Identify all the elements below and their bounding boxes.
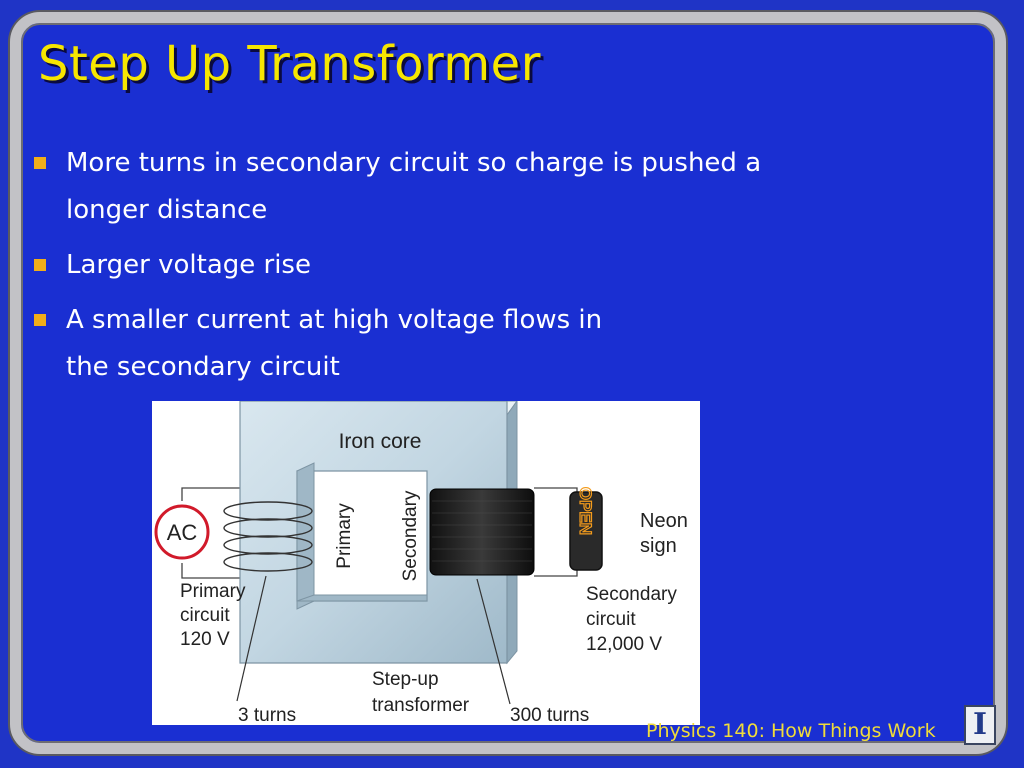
secondary-coil [429, 488, 535, 576]
secondary-turns-label: 300 turns [510, 705, 589, 725]
bullet-square-icon [34, 259, 46, 271]
secondary-circuit-label-line: circuit [586, 609, 636, 630]
university-logo-icon: I [964, 705, 996, 745]
secondary-circuit-label-line: Secondary [586, 584, 677, 605]
secondary-coil-label: Secondary [400, 490, 421, 581]
bullet-item: A smaller current at high voltage flows … [30, 297, 960, 391]
primary-circuit-label-line: circuit [180, 605, 230, 626]
primary-circuit-wires [181, 487, 242, 579]
bullet-item: Larger voltage rise [30, 242, 960, 289]
primary-coil [223, 501, 313, 572]
bullet-text-line: the secondary circuit [66, 352, 340, 382]
bullet-text-line: longer distance [66, 195, 268, 225]
bullet-item: More turns in secondary circuit so charg… [30, 140, 960, 234]
secondary-circuit-label-line: 12,000 V [586, 634, 662, 655]
bullet-text-line: A smaller current at high voltage flows … [66, 305, 603, 335]
course-footer: Physics 140: How Things Work [646, 720, 936, 742]
slide-title: Step Up Transformer [38, 36, 541, 92]
ac-source-label: AC [167, 520, 198, 545]
transformer-label-line: Step-up [372, 669, 439, 690]
primary-turns-label: 3 turns [238, 705, 296, 725]
neon-sign: OPEN [569, 486, 603, 571]
iron-core-label: Iron core [339, 430, 422, 453]
leader-lines [236, 575, 511, 705]
bullet-square-icon [34, 314, 46, 326]
neon-sign-label-line: Neon [640, 510, 688, 532]
transformer-svg: AC OPEN Iron core Primary Secondary Neon… [154, 399, 688, 726]
bullet-list: More turns in secondary circuit so charg… [30, 140, 960, 399]
transformer-diagram: AC OPEN Iron core Primary Secondary Neon… [152, 399, 700, 726]
bullet-text-line: Larger voltage rise [66, 250, 311, 280]
primary-circuit-label-line: 120 V [180, 629, 230, 650]
neon-sign-word: OPEN [576, 487, 595, 535]
transformer-label-line: transformer [372, 695, 470, 716]
bullet-square-icon [34, 157, 46, 169]
bullet-text-line: More turns in secondary circuit so charg… [66, 148, 762, 178]
neon-sign-label-line: sign [640, 535, 677, 557]
ac-source: AC [154, 504, 210, 560]
logo-letter: I [972, 707, 988, 742]
primary-circuit-label-line: Primary [180, 581, 246, 602]
primary-coil-label: Primary [334, 503, 355, 569]
